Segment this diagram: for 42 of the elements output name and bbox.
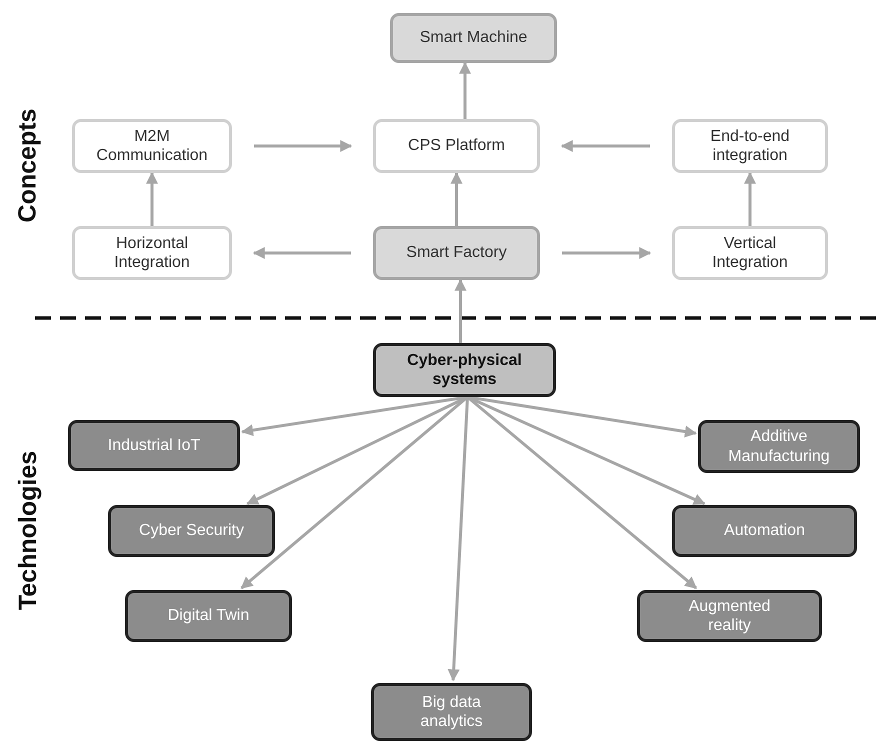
technology-box xyxy=(68,420,240,471)
node-label: Additive Manufacturing xyxy=(727,427,831,466)
node-label: M2M Communication xyxy=(95,126,209,166)
node-label: Smart Factory xyxy=(406,243,507,263)
concept-box xyxy=(672,226,828,280)
node-label: End-to-end integration xyxy=(709,126,791,166)
technology-box xyxy=(371,683,532,741)
arrow xyxy=(254,140,352,152)
node-label: Cyber Security xyxy=(139,521,244,541)
technology-box xyxy=(698,420,860,473)
concept-box xyxy=(72,226,232,280)
technology-box xyxy=(637,590,822,642)
key-concept-box xyxy=(373,226,540,280)
arrow xyxy=(744,172,756,226)
arrow xyxy=(450,172,462,226)
concept-box xyxy=(72,119,232,173)
node-label: Horizontal Integration xyxy=(113,234,191,272)
concept-box xyxy=(373,119,540,173)
node-label: Big data analytics xyxy=(419,692,484,732)
node-label: Vertical Integration xyxy=(711,234,789,272)
node-label: Industrial IoT xyxy=(108,436,200,456)
arrow xyxy=(560,140,650,152)
arrow xyxy=(454,278,466,343)
arrow xyxy=(562,247,652,259)
arrow xyxy=(146,172,158,226)
node-label: Augmented reality xyxy=(688,596,772,636)
arrow xyxy=(448,396,469,682)
section-label: Technologies xyxy=(14,450,43,610)
technology-box xyxy=(125,590,292,642)
arrow xyxy=(252,247,351,259)
technology-box xyxy=(672,505,857,557)
node-label: Smart Machine xyxy=(420,28,528,48)
node-label: Automation xyxy=(724,521,805,541)
node-label: CPS Platform xyxy=(408,136,505,156)
technology-box xyxy=(108,505,275,557)
arrow xyxy=(459,62,471,119)
hub-box xyxy=(373,343,556,397)
concept-box xyxy=(672,119,828,173)
node-label: Cyber-physical systems xyxy=(406,350,523,390)
key-concept-box xyxy=(390,13,557,63)
node-label: Digital Twin xyxy=(168,606,250,626)
section-label: Concepts xyxy=(13,108,42,222)
